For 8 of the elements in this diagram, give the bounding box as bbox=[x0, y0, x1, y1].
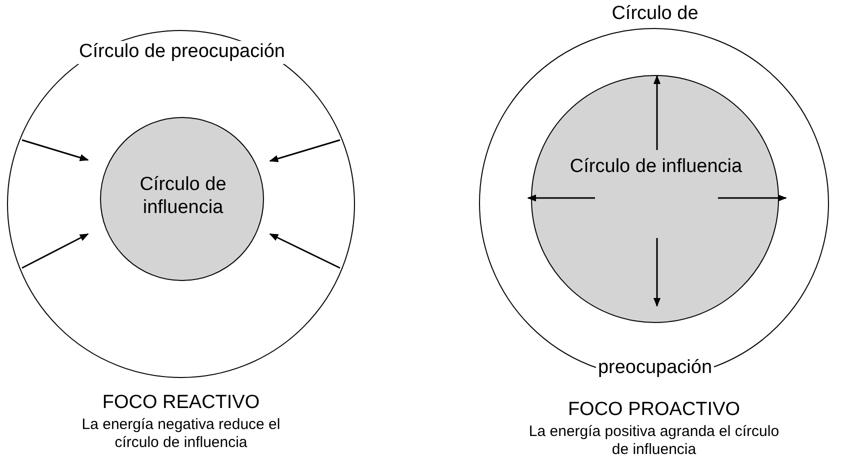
caption-heading: FOCO PROACTIVO bbox=[566, 399, 742, 422]
caption-text: La energía positiva agranda el círculo de influencia bbox=[528, 423, 780, 459]
circle-label: Círculo de influencia bbox=[138, 174, 228, 220]
circle-label: Círculo de influencia bbox=[568, 156, 744, 179]
circle-label: preocupación bbox=[596, 357, 714, 380]
caption-text: La energía negativa reduce el círculo de influencia bbox=[81, 416, 281, 452]
circle-label: Círculo de preocupación bbox=[77, 41, 287, 64]
caption-heading: FOCO REACTIVO bbox=[101, 392, 261, 415]
